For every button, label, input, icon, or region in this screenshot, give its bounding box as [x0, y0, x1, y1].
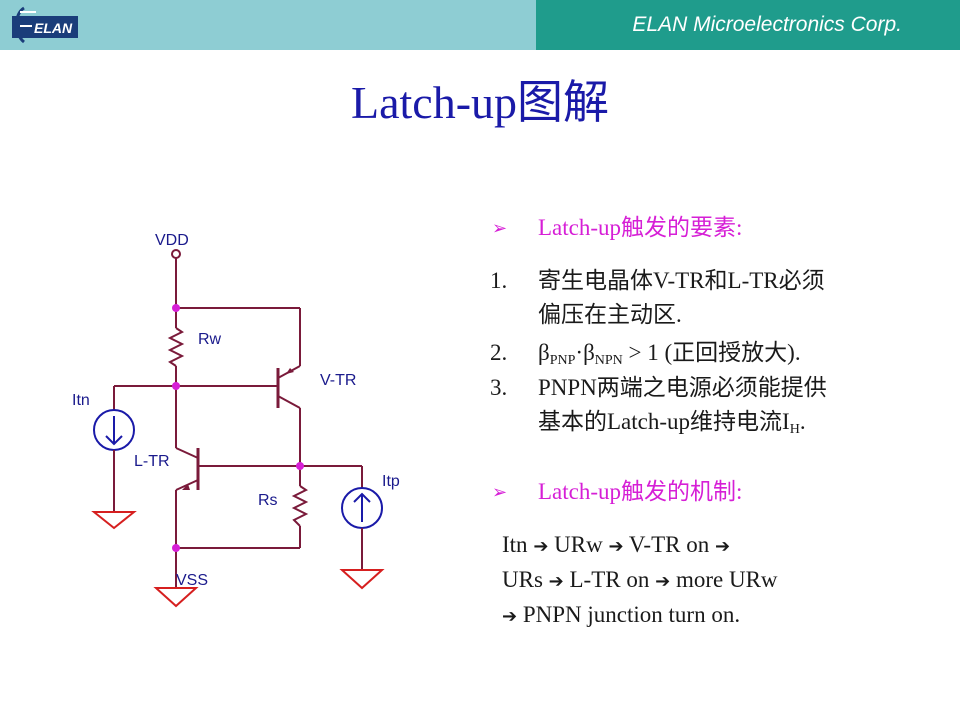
logo-text: ELAN — [34, 20, 73, 36]
vss-ground-symbol — [153, 587, 199, 608]
item-line: 偏压在主动区. — [538, 302, 682, 327]
beta-symbol: β — [583, 340, 595, 365]
rw-label: Rw — [198, 331, 222, 348]
beta-symbol: β — [538, 340, 550, 365]
right-arrow-icon: ➔ — [502, 606, 518, 627]
beta-product-condition: βPNP·βNPN > 1 (正回授放大). — [538, 336, 910, 378]
elan-logo: ELAN — [12, 6, 78, 44]
list-item: 1. 寄生电晶体V-TR和L-TR必须 偏压在主动区. — [490, 264, 890, 332]
item-line: PNPN两端之电源必须能提供 — [538, 375, 827, 400]
vss-label: VSS — [176, 572, 208, 589]
right-arrow-icon: ➔ — [533, 536, 549, 557]
list-number: 2. — [490, 340, 508, 365]
vtr-label: V-TR — [320, 372, 356, 389]
mechanism-line-1: Itn ➔ URw ➔ V-TR on ➔ — [502, 532, 731, 557]
rs-resistor — [291, 485, 309, 527]
right-arrow-icon: ➔ — [655, 571, 671, 592]
rw-resistor — [167, 327, 185, 367]
holding-current-subscript: H — [789, 422, 800, 437]
section2-heading: Latch-up触发的机制: — [538, 479, 743, 504]
header-bar-left: ELAN — [0, 0, 536, 50]
bullet-arrow-icon: ➢ — [492, 218, 508, 239]
multiply-dot: · — [575, 340, 584, 365]
list-number: 3. — [490, 375, 508, 400]
right-arrow-icon: ➔ — [548, 571, 564, 592]
ltr-label: L-TR — [134, 453, 170, 470]
ground-symbol — [339, 569, 385, 590]
item-line: 基本的Latch-up维持电流IH. — [538, 409, 806, 437]
list-number: 1. — [490, 268, 508, 293]
vdd-label: VDD — [155, 232, 189, 249]
itn-label: Itn — [72, 392, 90, 409]
right-arrow-icon: ➔ — [608, 536, 624, 557]
section1-heading: Latch-up触发的要素: — [538, 215, 743, 240]
itp-label: Itp — [382, 473, 400, 490]
mechanism-line-3: ➔ PNPN junction turn on. — [502, 602, 741, 627]
header-bar-right: ELAN Microelectronics Corp. — [536, 0, 960, 50]
list-item: 3. PNPN两端之电源必须能提供 基本的Latch-up维持电流IH. — [490, 371, 910, 447]
rs-label: Rs — [258, 492, 278, 509]
beta-subscript-npn: NPN — [594, 353, 623, 368]
item-line: 寄生电晶体V-TR和L-TR必须 — [538, 268, 825, 293]
mechanism-line-2: URs ➔ L-TR on ➔ more URw — [502, 567, 778, 592]
vdd-terminal — [171, 249, 181, 259]
beta-subscript-pnp: PNP — [549, 353, 576, 368]
list-item: 2. βPNP·βNPN > 1 (正回授放大). — [490, 336, 910, 378]
bullet-arrow-icon: ➢ — [492, 482, 508, 503]
right-arrow-icon: ➔ — [714, 536, 731, 557]
page-title: Latch-up图解 — [350, 77, 610, 128]
ground-symbol — [91, 511, 137, 530]
company-name: ELAN Microelectronics Corp. — [632, 13, 902, 36]
condition-text: > 1 (正回授放大). — [622, 340, 801, 365]
